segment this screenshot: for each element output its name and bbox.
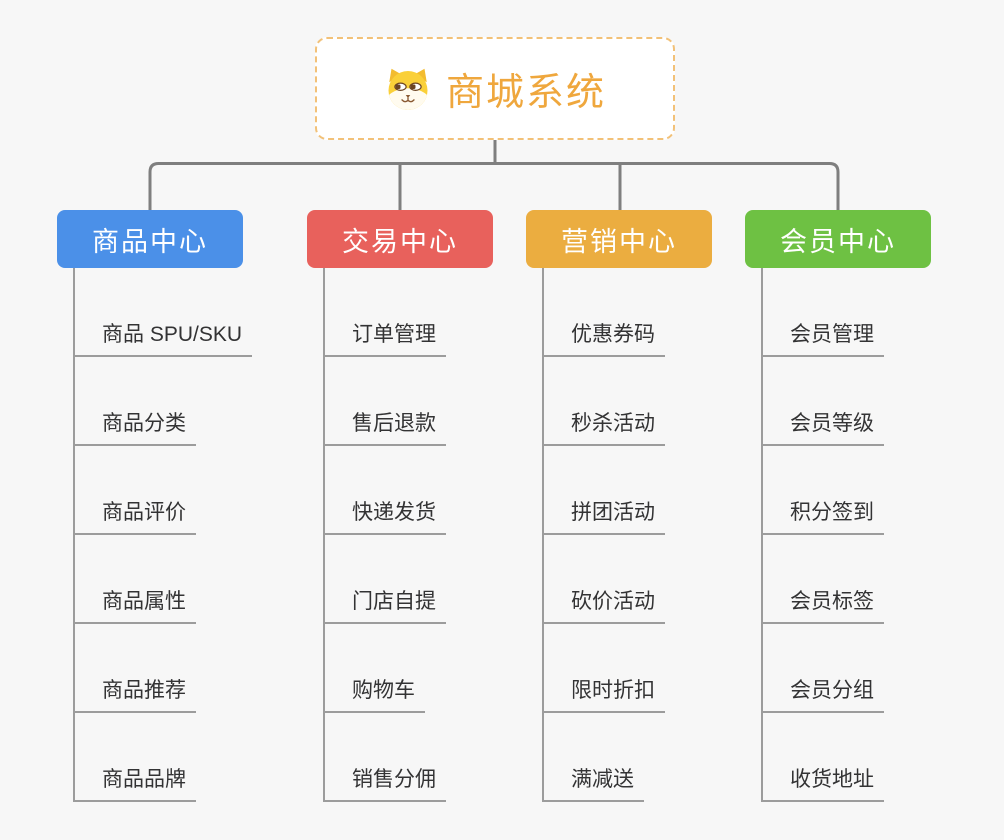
branch-item[interactable]: 商品分类 [75,357,196,446]
branch-item[interactable]: 会员管理 [763,268,884,357]
branch-item[interactable]: 购物车 [325,624,425,713]
branch-item[interactable]: 收货地址 [763,713,884,802]
branch-item[interactable]: 商品 SPU/SKU [75,268,253,357]
branch-item[interactable]: 满减送 [544,713,644,802]
branch-items-trade: 订单管理 售后退款 快递发货 门店自提 购物车 销售分佣 [323,268,446,802]
branch-item[interactable]: 商品属性 [75,535,196,624]
branch-item[interactable]: 秒杀活动 [544,357,665,446]
root-node[interactable]: 商城系统 [315,37,675,140]
branch-items-members: 会员管理 会员等级 积分签到 会员标签 会员分组 收货地址 [761,268,884,802]
branch-item[interactable]: 售后退款 [325,357,446,446]
branch-item[interactable]: 会员等级 [763,357,884,446]
branch-item[interactable]: 会员分组 [763,624,884,713]
dog-face-icon [388,68,428,110]
branch-item[interactable]: 限时折扣 [544,624,665,713]
branch-item[interactable]: 会员标签 [763,535,884,624]
branch-item[interactable]: 积分签到 [763,446,884,535]
branch-items-products: 商品 SPU/SKU 商品分类 商品评价 商品属性 商品推荐 商品品牌 [73,268,253,802]
branch-item[interactable]: 快递发货 [325,446,446,535]
branch-header-products[interactable]: 商品中心 [57,210,243,268]
branch-item[interactable]: 砍价活动 [544,535,665,624]
branch-item[interactable]: 拼团活动 [544,446,665,535]
branch-item[interactable]: 订单管理 [325,268,446,357]
root-title: 商城系统 [445,72,606,114]
branch-header-marketing[interactable]: 营销中心 [526,210,712,268]
branch-item[interactable]: 门店自提 [325,535,446,624]
branch-item[interactable]: 商品品牌 [75,713,196,802]
branch-item[interactable]: 销售分佣 [325,713,446,802]
branch-item[interactable]: 商品推荐 [75,624,196,713]
branch-item[interactable]: 商品评价 [75,446,196,535]
branch-header-members[interactable]: 会员中心 [745,210,931,268]
branch-header-trade[interactable]: 交易中心 [307,210,493,268]
branch-item[interactable]: 优惠券码 [544,268,665,357]
branch-items-marketing: 优惠券码 秒杀活动 拼团活动 砍价活动 限时折扣 满减送 [542,268,665,802]
